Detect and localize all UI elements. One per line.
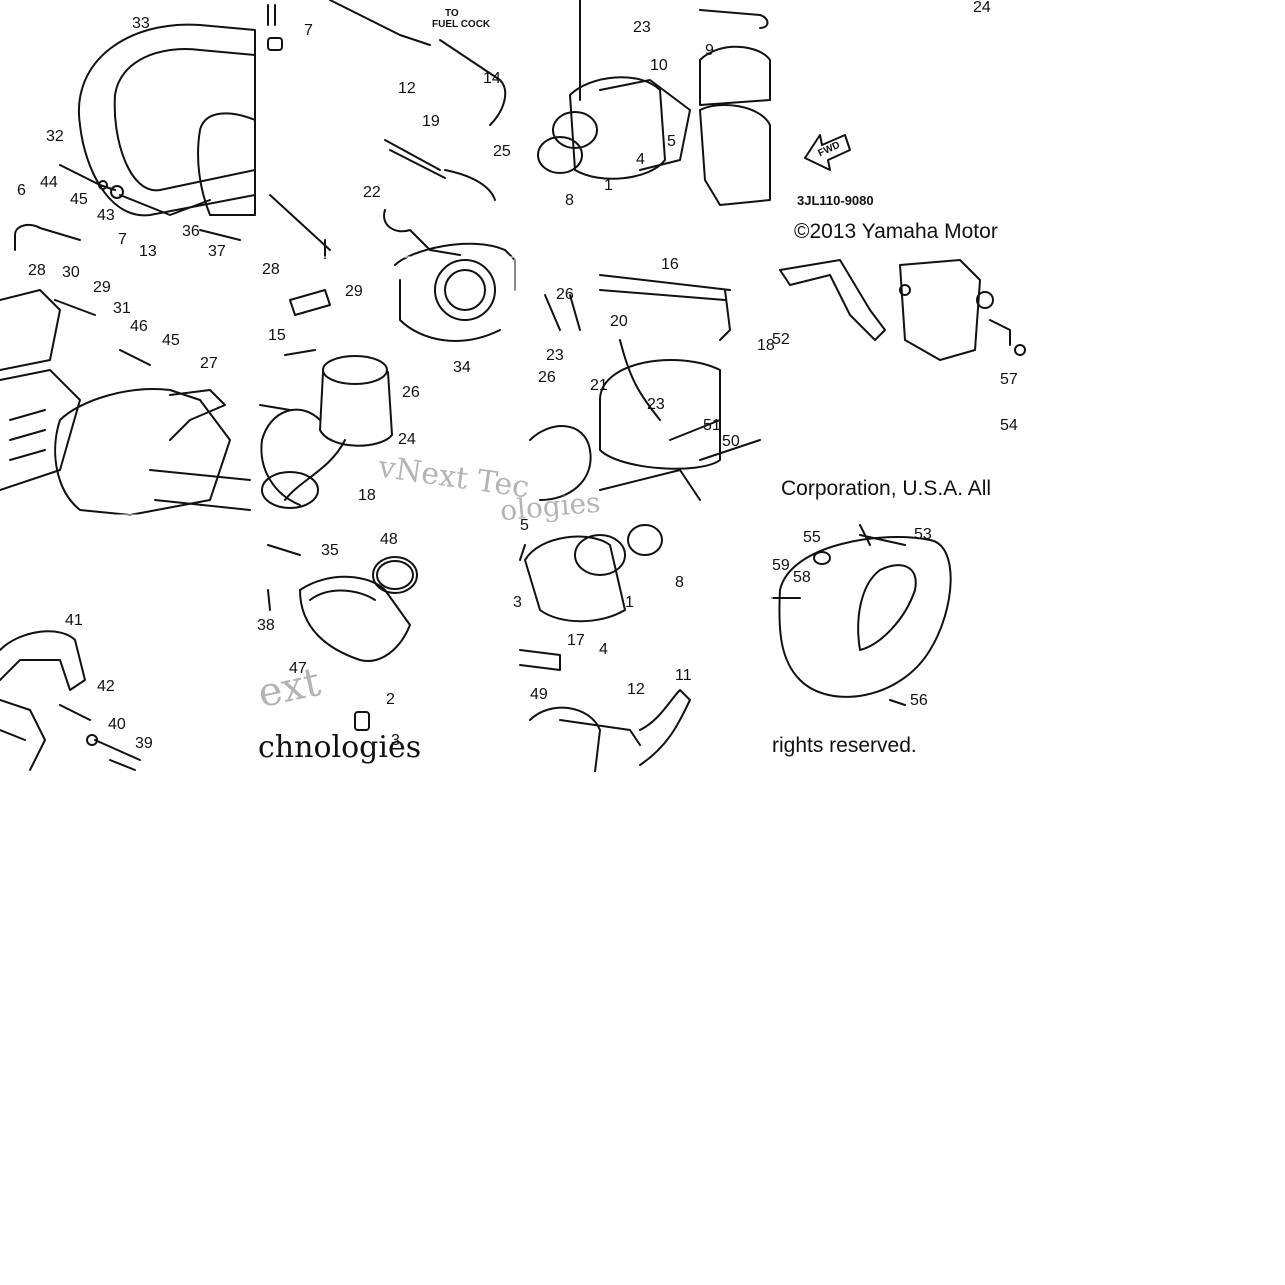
callout-label: 50 [722, 433, 740, 450]
callout-label: 51 [703, 417, 721, 434]
callout-label: 23 [647, 396, 665, 413]
callout-label: 10 [650, 57, 668, 74]
clamp-drawing [0, 630, 141, 771]
callout-label: 24 [398, 431, 416, 448]
callout-label: 13 [139, 243, 157, 260]
callout-label: 47 [289, 660, 307, 677]
copyright-line-1: ©2013 Yamaha Motor [794, 220, 998, 243]
callout-label: 14 [483, 70, 501, 87]
callout-label: 21 [590, 377, 608, 394]
callout-label: 26 [556, 286, 574, 303]
callout-label: 23 [546, 347, 564, 364]
callout-label: 26 [538, 369, 556, 386]
callout-label: 33 [132, 15, 150, 32]
callout-label: 3 [391, 732, 400, 749]
callout-label: 34 [453, 359, 471, 376]
callout-label: 44 [40, 174, 58, 191]
callout-label: 15 [268, 327, 286, 344]
note-label: FUEL COCK [432, 19, 491, 30]
callout-label: 12 [398, 80, 416, 97]
callout-label: 32 [46, 128, 64, 145]
callout-label: 58 [793, 569, 811, 586]
carb-joint-drawing [537, 0, 771, 206]
callout-label: 26 [402, 384, 420, 401]
callout-label: 18 [358, 487, 376, 504]
callout-label: 5 [520, 517, 529, 534]
intake-hose-drawing [259, 289, 393, 509]
callout-label: 16 [661, 256, 679, 273]
part-code: 3JL110-9080 [797, 193, 874, 208]
callout-label: 46 [130, 318, 148, 335]
callout-label: 45 [70, 191, 88, 208]
callout-label: 28 [262, 261, 280, 278]
note-label: TO [445, 8, 459, 19]
callout-label: 4 [636, 151, 645, 168]
air-box-drawing [0, 289, 251, 516]
air-cleaner-cover-drawing [14, 23, 256, 251]
callout-label: 30 [62, 264, 80, 281]
callout-label: 12 [627, 681, 645, 698]
callout-label: 1 [625, 594, 634, 611]
callout-label: 7 [304, 22, 313, 39]
callout-label: 6 [17, 182, 26, 199]
parts-diagram: 33 32 44 45 43 36 37 6 7 13 7 12 14 19 2… [0, 0, 1030, 772]
callout-label: 7 [118, 231, 127, 248]
callout-label: 41 [65, 612, 83, 629]
callout-label: 48 [380, 531, 398, 548]
callout-label: 43 [97, 207, 115, 224]
copyright-line-2: Corporation, U.S.A. All [781, 477, 992, 500]
callout-label: 27 [200, 355, 218, 372]
callout-label: 11 [675, 667, 692, 684]
callout-label: 53 [914, 526, 932, 543]
bracket-drawing [779, 259, 1026, 361]
center-hoses-drawing [529, 274, 761, 501]
callout-label: 45 [162, 332, 180, 349]
callout-label: 54 [1000, 417, 1018, 434]
callout-label: 38 [257, 617, 275, 634]
callout-label: 35 [321, 542, 339, 559]
copyright-line-3: rights reserved. [772, 734, 917, 757]
callout-label: 24 [973, 0, 991, 16]
diagram-drawing [0, 0, 1030, 772]
callout-label: 29 [93, 279, 111, 296]
watermark: chnologies [258, 730, 422, 765]
callout-label: 23 [633, 19, 651, 36]
callout-label: 52 [772, 331, 790, 348]
callout-label: 20 [610, 313, 628, 330]
callout-label: 40 [108, 716, 126, 733]
callout-label: 57 [1000, 371, 1018, 388]
callout-label: 9 [705, 42, 714, 59]
callout-label: 36 [182, 223, 200, 240]
callout-label: 19 [422, 113, 440, 130]
callout-label: 8 [675, 574, 684, 591]
callout-label: 18 [757, 337, 775, 354]
callout-label: 49 [530, 686, 548, 703]
callout-label: 1 [604, 177, 613, 194]
elbow-hose-drawing [267, 544, 418, 731]
callout-label: 8 [565, 192, 574, 209]
callout-label: 29 [345, 283, 363, 300]
callout-label: 56 [910, 692, 928, 709]
callout-label: 42 [97, 678, 115, 695]
callout-label: 17 [567, 632, 585, 649]
callout-label: 28 [28, 262, 46, 279]
lower-carb-joint-drawing [519, 524, 691, 772]
callout-label: 39 [135, 735, 153, 752]
side-cover-drawing [771, 524, 952, 706]
callout-label: 3 [513, 594, 522, 611]
front-direction-arrow-icon [804, 134, 851, 171]
hose-fittings-drawing [267, 0, 516, 342]
callout-label: 25 [493, 143, 511, 160]
callout-label: 2 [386, 691, 395, 708]
callout-label: 55 [803, 529, 821, 546]
callout-label: 4 [599, 641, 608, 658]
callout-label: 37 [208, 243, 226, 260]
callout-label: 22 [363, 184, 381, 201]
callout-label: 31 [113, 300, 131, 317]
callout-label: 5 [667, 133, 676, 150]
callout-label: 59 [772, 557, 790, 574]
